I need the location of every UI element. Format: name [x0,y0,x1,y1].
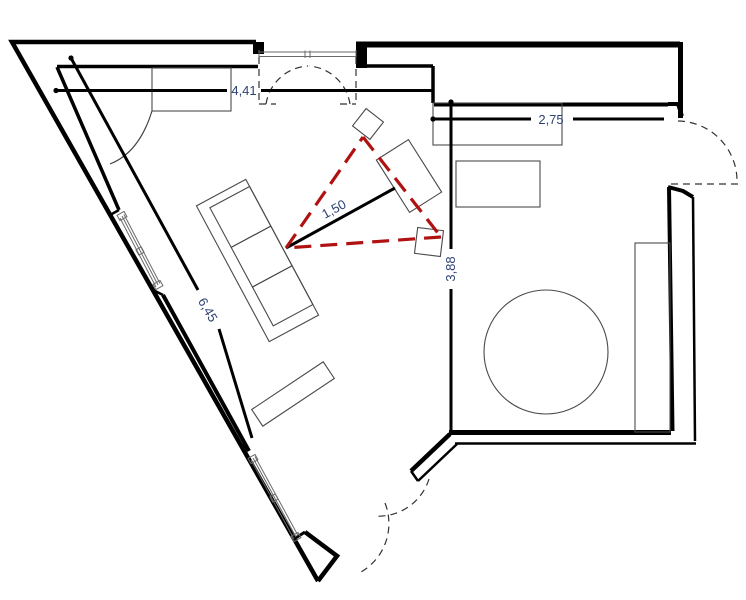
bottom-double-door [360,478,430,573]
windows [116,210,302,543]
window2-jamb-top [239,442,250,452]
window2-glazing [252,457,297,538]
dim-line-viewing-distance [285,186,396,250]
doors [258,50,739,573]
door-swing-arc [373,478,430,517]
right-wall-lower-inner [667,186,675,432]
triangle-edge-right [361,136,443,238]
top-french-door [258,50,357,105]
speaker-triangle [284,136,443,250]
door-swing-arc [677,120,738,183]
furniture [109,67,671,433]
door-jamb-right [356,42,367,68]
dim-label-diagonal-wall: 6,45 [195,295,221,324]
dim-label-right-room-depth: 3,88 [443,256,458,281]
outer-wall-left [8,39,320,583]
window1-jamb-top [109,208,120,217]
table-right-room [455,160,541,208]
tv-lowboard [375,138,443,214]
angled-wall-outer [417,443,458,482]
door-jamb-left [253,42,264,54]
right-room-top-wall-step [668,102,684,117]
desk [250,361,336,427]
window2-glazing [250,459,295,540]
dimension-lines [53,55,664,439]
window1-glazing [121,215,159,286]
window1-glazing [119,217,157,288]
right-wall-lower-outer [691,196,697,442]
speaker-right [413,226,445,258]
sofa [195,178,320,343]
angled-wall-cap [409,470,420,482]
door-swing-arc [308,65,351,105]
right-door [671,120,739,185]
round-table [483,289,609,415]
right-wall-lower-top [667,185,695,199]
angled-wall-inner [409,432,452,473]
diagonal-wall-pier [161,294,251,452]
dim-label-viewing-distance: 1,50 [319,196,348,221]
window1-frame-blocks [116,210,164,291]
cabinet-door-swing [109,110,153,165]
wall-tip [303,530,341,583]
window1-jamb-bottom [152,288,164,297]
speaker-left [351,107,385,141]
triangle-edge-left [284,136,365,249]
window2-frame-blocks [247,453,302,543]
dim-label-right-room-wall: 2,75 [538,112,563,127]
door-swing-arc [265,65,309,105]
door-swing-arc [360,502,390,573]
walls [8,39,697,583]
shelf-right-wall [634,242,671,433]
dim-line-diagonal-wall [69,57,254,439]
dim-label-top-wall: 4,41 [231,83,256,98]
sideboard-right-room [432,102,563,146]
